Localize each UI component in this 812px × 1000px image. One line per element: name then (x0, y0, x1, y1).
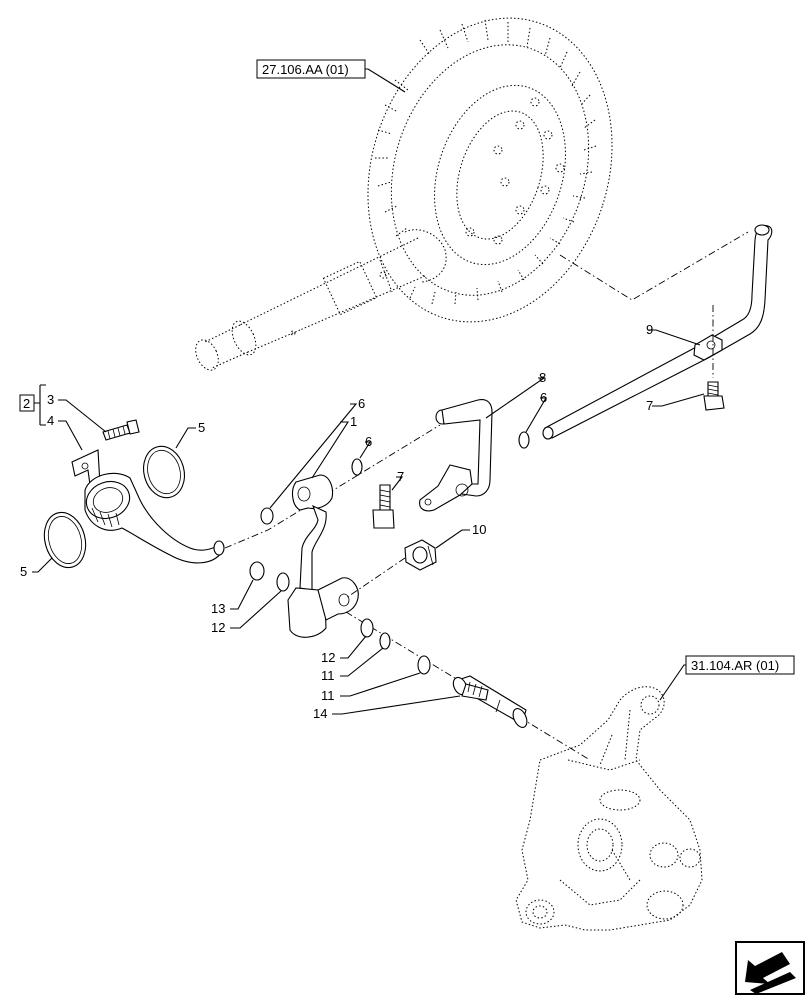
callout-12-b: 12 (321, 650, 335, 665)
reference-label-ring-gear[interactable]: 27.106.AA (01) (256, 59, 406, 93)
sleeve-14 (452, 675, 528, 728)
group-box-label: 2 (23, 396, 30, 411)
callout-11-a: 11 (321, 668, 335, 683)
callout-10: 10 (472, 522, 486, 537)
banjo-union-1 (287, 474, 359, 638)
bolt-7-middle (372, 484, 395, 529)
callout-6-a: 6 (358, 396, 365, 411)
callout-14: 14 (313, 706, 327, 721)
callout-8: 8 (539, 370, 546, 385)
callout-5-lower: 5 (20, 564, 27, 579)
callout-13: 13 (211, 601, 225, 616)
callout-11-b: 11 (321, 688, 335, 703)
callout-4: 4 (47, 413, 54, 428)
bracket-assembly (43, 419, 225, 569)
callout-7-right: 7 (646, 398, 653, 413)
oil-pipe-9 (542, 224, 773, 440)
leader-lines (19, 329, 705, 715)
oring-stack-11-12 (360, 618, 431, 675)
callout-3: 3 (47, 392, 54, 407)
oil-pipe-8 (419, 399, 493, 512)
callout-7-middle: 7 (397, 469, 404, 484)
callout-9: 9 (646, 322, 653, 337)
ring-gear-assembly (195, 17, 613, 371)
bolt-7-right (703, 305, 725, 411)
arrow-navigation-icon[interactable] (735, 941, 805, 995)
seal-rings-6 (260, 431, 530, 525)
callout-labels: 2 3 4 5 5 6 1 6 7 8 6 9 7 10 13 12 12 11… (20, 322, 653, 721)
callout-1: 1 (350, 414, 357, 429)
reference-text-ring-gear: 27.106.AA (01) (262, 62, 349, 77)
fitting-10 (404, 539, 437, 571)
callout-6-b: 6 (365, 434, 372, 449)
reference-text-housing: 31.104.AR (01) (691, 658, 779, 673)
callout-12-a: 12 (211, 620, 225, 635)
callout-5-upper: 5 (198, 420, 205, 435)
reference-label-housing[interactable]: 31.104.AR (01) (659, 655, 795, 701)
hydraulic-housing (515, 686, 703, 931)
callout-6-c: 6 (540, 390, 547, 405)
seal-13-and-oring-12 (249, 561, 290, 592)
